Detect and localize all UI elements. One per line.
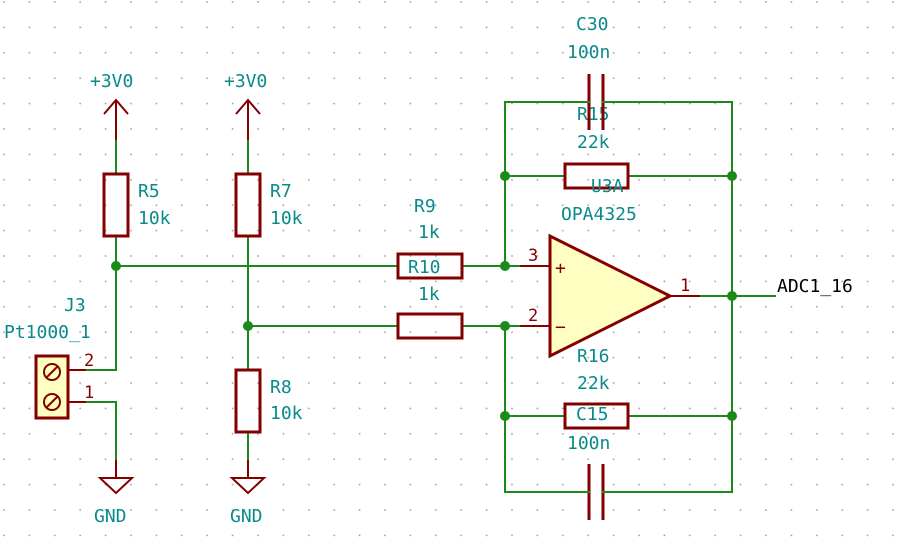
opamp-u3a: + − 3 2 1 U3A OPA4325 — [520, 176, 700, 359]
junction-dot — [500, 171, 510, 181]
ref-label: R15 — [577, 104, 610, 125]
resistor-r15: R15 22k — [563, 104, 630, 190]
ref-label: R10 — [408, 257, 441, 278]
net-label-output: ADC1_16 — [777, 276, 853, 297]
value-label: Pt1000_1 — [4, 322, 91, 343]
resistor-r16: R16 22k — [563, 346, 630, 430]
pin-number: 2 — [528, 306, 538, 326]
junction-dot — [111, 261, 121, 271]
junctions — [111, 171, 737, 421]
junction-dot — [500, 261, 510, 271]
value-label: 1k — [418, 222, 440, 243]
vcc-label: +3V0 — [90, 71, 133, 92]
ref-label: C15 — [576, 404, 609, 425]
ref-label: U3A — [591, 176, 624, 197]
vcc-label: +3V0 — [224, 71, 267, 92]
junction-dot — [727, 291, 737, 301]
ground-symbol-left: GND — [94, 460, 135, 527]
ground-symbol-right: GND — [229, 460, 267, 527]
pin-number: 1 — [84, 383, 94, 403]
value-label: 10k — [138, 208, 171, 229]
pin-number: 1 — [680, 276, 690, 296]
junction-dot — [500, 321, 510, 331]
inverting-sign: − — [555, 317, 566, 338]
gnd-label: GND — [94, 506, 127, 527]
ref-label: R5 — [138, 181, 160, 202]
wires — [85, 101, 776, 493]
value-label: 100n — [567, 433, 610, 454]
pin-number: 2 — [84, 351, 94, 371]
junction-dot — [500, 411, 510, 421]
capacitor-c30: C30 100n — [567, 14, 611, 130]
value-label: 22k — [577, 132, 610, 153]
resistor-r5: R5 10k — [102, 172, 171, 238]
power-symbol-vcc-right: +3V0 — [224, 71, 267, 140]
ref-label: R7 — [270, 181, 292, 202]
gnd-label: GND — [230, 506, 263, 527]
power-symbol-vcc-left: +3V0 — [90, 71, 133, 140]
ref-label: J3 — [64, 295, 86, 316]
value-label: 1k — [418, 284, 440, 305]
value-label: 10k — [270, 403, 303, 424]
ref-label: R16 — [577, 346, 610, 367]
ref-label: R9 — [414, 196, 436, 217]
ref-label: R8 — [270, 377, 292, 398]
junction-dot — [727, 171, 737, 181]
pin-number: 3 — [528, 246, 538, 266]
value-label: OPA4325 — [561, 204, 637, 225]
capacitor-c15: C15 100n — [567, 404, 611, 520]
junction-dot — [243, 321, 253, 331]
value-label: 10k — [270, 208, 303, 229]
resistor-r9: R9 1k — [396, 196, 464, 280]
connector-j3: 2 1 J3 Pt1000_1 — [4, 295, 94, 420]
ref-label: C30 — [576, 14, 609, 35]
value-label: 22k — [577, 373, 610, 394]
resistor-r7: R7 10k — [234, 172, 303, 238]
value-label: 100n — [567, 42, 610, 63]
junction-dot — [727, 411, 737, 421]
resistor-r8: R8 10k — [234, 368, 303, 434]
noninverting-sign: + — [555, 258, 566, 279]
resistor-r10: R10 1k — [396, 257, 464, 340]
